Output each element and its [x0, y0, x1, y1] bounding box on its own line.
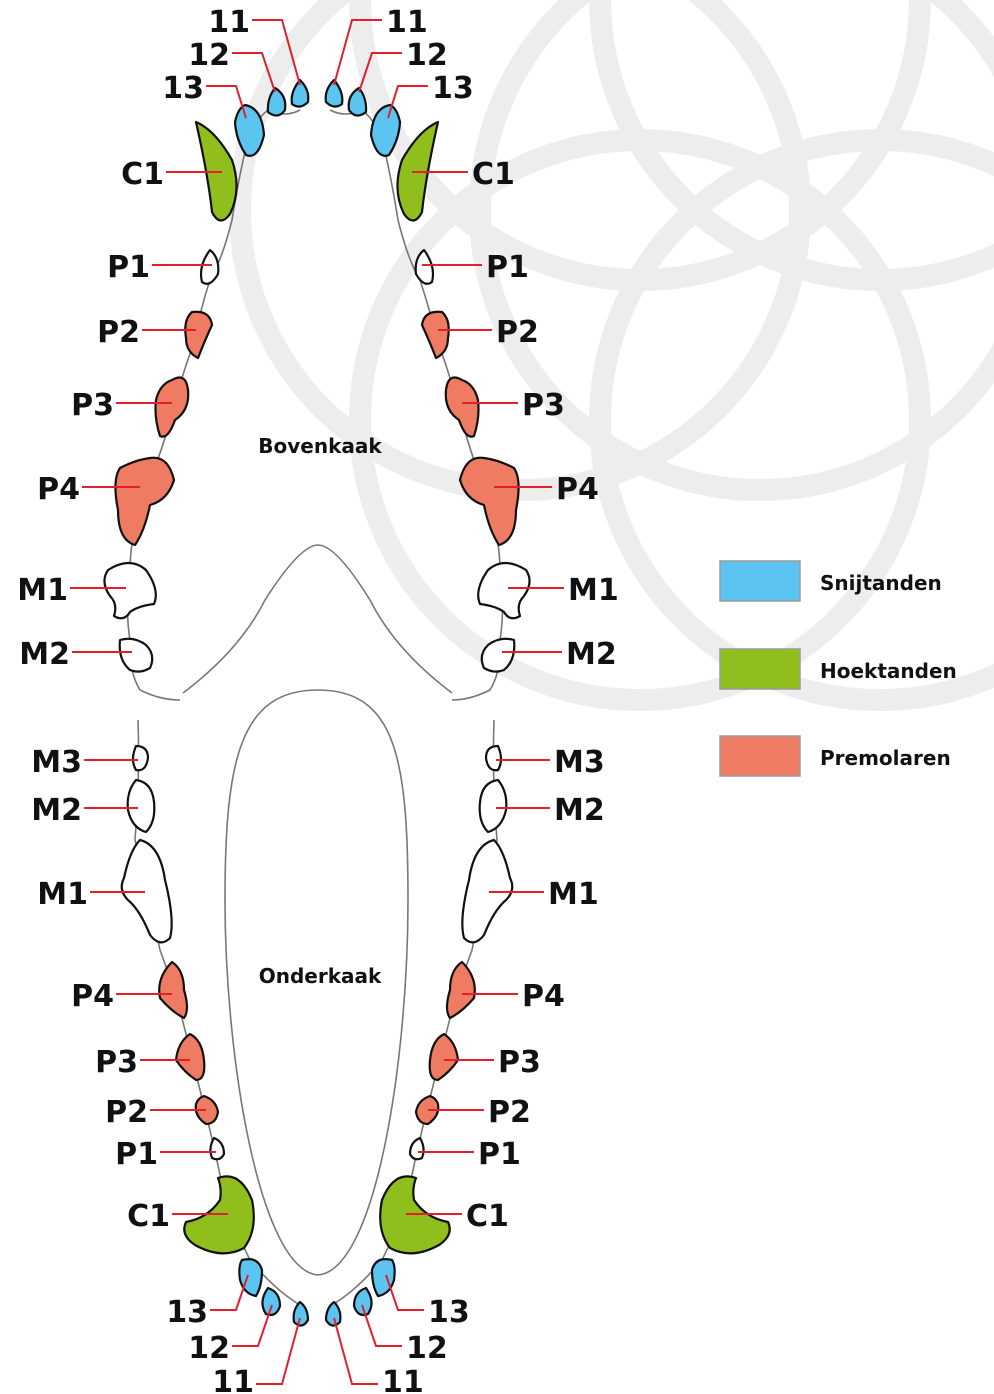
lower-right-m2-tooth [480, 780, 507, 832]
lower-right-p1-label: P1 [478, 1137, 521, 1172]
upper-right-12-label: 12 [406, 38, 448, 73]
legend: Snijtanden Hoektanden Premolaren [720, 561, 957, 776]
upper-left-p3-tooth [156, 378, 189, 437]
upper-left-p2-tooth [185, 312, 212, 358]
upper-left-m1-tooth [104, 563, 155, 618]
lower-left-c1-label: C1 [127, 1199, 170, 1234]
upper-right-p2-tooth [422, 312, 449, 358]
upper-left-p1-tooth [201, 250, 218, 284]
lower-left-p1-tooth [210, 1138, 224, 1159]
lower-right-p3-tooth [430, 1034, 458, 1080]
legend-swatch-hoektanden [720, 649, 800, 689]
lower-left-11-tooth [294, 1302, 308, 1326]
lower-left-m3-label: M3 [31, 745, 82, 780]
lower-right-c1-label: C1 [466, 1199, 509, 1234]
upper-left-p1-label: P1 [107, 250, 150, 285]
lower-right-m2-label: M2 [554, 793, 605, 828]
lower-left-11-label: 11 [212, 1365, 254, 1394]
lower-left-12-label: 12 [188, 1331, 230, 1366]
upper-left-m2-label: M2 [19, 637, 70, 672]
lower-left-m3-tooth [133, 746, 148, 770]
lower-left-12-tooth [262, 1288, 280, 1315]
lower-left-m1-label: M1 [37, 877, 88, 912]
legend-swatch-snijtanden [720, 561, 800, 601]
lower-left-m2-label: M2 [31, 793, 82, 828]
upper-left-p3-label: P3 [71, 388, 114, 423]
upper-right-m1-label: M1 [568, 573, 619, 608]
upper-left-12-label: 12 [188, 38, 230, 73]
upper-left-11-label: 11 [208, 5, 250, 40]
upper-left-p4-tooth [115, 458, 174, 545]
legend-label-hoektanden: Hoektanden [820, 659, 957, 683]
upper-left-p2-label: P2 [97, 315, 140, 350]
lower-left-p2-label: P2 [105, 1095, 148, 1130]
lower-gum-line [135, 690, 497, 1305]
upper-right-p4-label: P4 [556, 472, 599, 507]
upper-left-13-label: 13 [162, 71, 204, 106]
lower-right-p4-tooth [447, 962, 475, 1018]
lower-right-p1-tooth [410, 1138, 424, 1159]
lower-right-m3-tooth [486, 746, 501, 770]
lower-right-12-label: 12 [406, 1331, 448, 1366]
legend-label-premolaren: Premolaren [820, 746, 951, 770]
lower-left-13-label: 13 [166, 1295, 208, 1330]
upper-right-p4-tooth [460, 458, 519, 545]
lower-left-p3-tooth [176, 1034, 204, 1080]
upper-right-p3-label: P3 [522, 388, 565, 423]
upper-right-c1-label: C1 [472, 157, 515, 192]
lower-labels: M3 M2 M1 P4 P3 P2 P1 C1 13 12 11 M3 M2 M… [31, 745, 604, 1394]
lower-right-m3-label: M3 [554, 745, 605, 780]
upper-left-c1-label: C1 [121, 157, 164, 192]
legend-label-snijtanden: Snijtanden [820, 571, 942, 595]
lower-left-p1-label: P1 [115, 1137, 158, 1172]
lower-right-11-label: 11 [382, 1365, 424, 1394]
lower-right-p3-label: P3 [498, 1045, 541, 1080]
lower-jaw-title: Onderkaak [259, 964, 382, 988]
legend-swatch-premolaren [720, 736, 800, 776]
upper-jaw-title: Bovenkaak [258, 434, 382, 458]
lower-left-m2-tooth [128, 780, 155, 832]
lower-right-p2-label: P2 [488, 1095, 531, 1130]
upper-right-p2-label: P2 [496, 315, 539, 350]
upper-right-p1-tooth [416, 250, 433, 284]
upper-right-p3-tooth [446, 378, 479, 437]
lower-right-11-tooth [326, 1302, 340, 1326]
upper-right-12-tooth [349, 88, 366, 116]
upper-teeth [104, 80, 529, 672]
upper-left-m1-label: M1 [17, 573, 68, 608]
lower-left-p4-label: P4 [71, 979, 114, 1014]
lower-left-p3-label: P3 [95, 1045, 138, 1080]
lower-left-p4-tooth [159, 962, 187, 1018]
lower-right-p4-label: P4 [522, 979, 565, 1014]
upper-right-11-label: 11 [386, 5, 428, 40]
upper-left-p4-label: P4 [37, 472, 80, 507]
upper-right-m2-label: M2 [566, 637, 617, 672]
lower-right-13-label: 13 [428, 1295, 470, 1330]
upper-left-m2-tooth [120, 639, 153, 672]
lower-right-m1-label: M1 [548, 877, 599, 912]
upper-right-m1-tooth [478, 563, 529, 618]
upper-right-13-label: 13 [432, 71, 474, 106]
lower-teeth [122, 746, 513, 1326]
upper-right-p1-label: P1 [486, 250, 529, 285]
lower-right-12-tooth [354, 1288, 372, 1315]
